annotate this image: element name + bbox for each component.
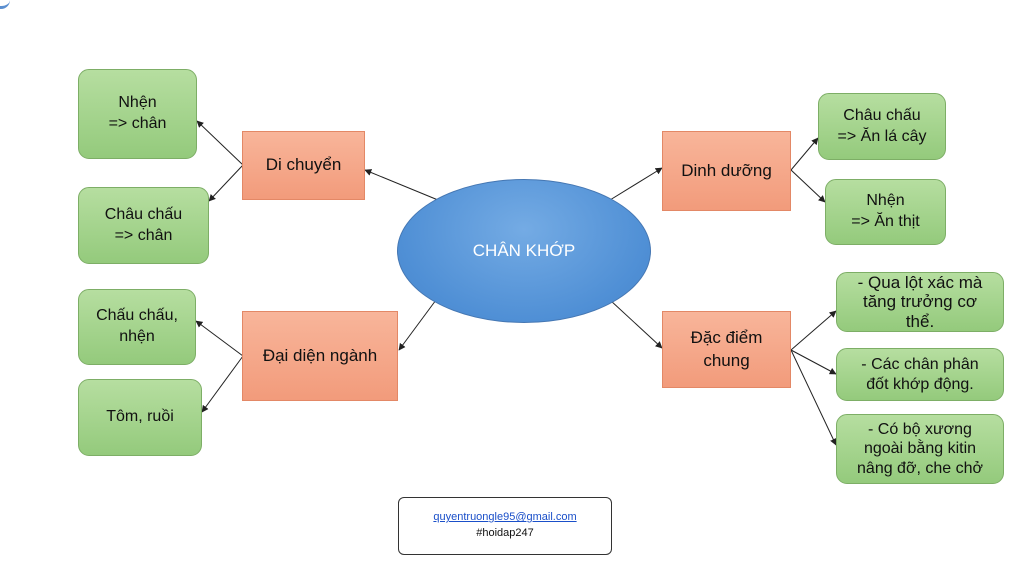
leaf-rep-shrimp-fly: Tôm, ruồi: [78, 379, 202, 456]
connector-nutrition-grasshopper: [790, 137, 819, 171]
center-node: CHÂN KHỚP: [397, 179, 651, 323]
hashtag-label: #hoidap247: [476, 527, 534, 539]
credit-box: quyentruongle95@gmail.com #hoidap247: [398, 497, 612, 555]
leaf-feature-legs: - Các chân phân đốt khớp động.: [836, 348, 1004, 401]
connector-center-features: [609, 299, 663, 349]
branch-nutrition-label: Dinh dưỡng: [681, 160, 772, 180]
leaf-rep-grasshopper-spider: Chấu chấu, nhện: [78, 289, 196, 365]
leaf-move-spider-label: Nhện => chân: [108, 94, 167, 132]
leaf-move-spider: Nhện => chân: [78, 69, 197, 159]
leaf-rep-grasshopper-spider-label: Chấu chấu, nhện: [96, 307, 178, 345]
leaf-nutrition-spider: Nhện => Ăn thịt: [825, 179, 946, 245]
leaf-feature-skeleton: - Có bộ xương ngoài bằng kitin nâng đỡ, …: [836, 414, 1004, 484]
leaf-nutrition-grasshopper-label: Châu chấu => Ăn lá cây: [837, 106, 927, 145]
leaf-move-grasshopper-label: Châu chấu => chân: [104, 205, 183, 244]
connector-rep-shrimp: [201, 355, 244, 413]
leaf-feature-legs-label: - Các chân phân đốt khớp động.: [861, 355, 979, 393]
leaf-nutrition-grasshopper: Châu chấu => Ăn lá cây: [818, 93, 946, 160]
branch-nutrition: Dinh dưỡng: [662, 131, 791, 211]
leaf-rep-shrimp-fly-label: Tôm, ruồi: [106, 408, 174, 426]
connector-move-grasshopper: [208, 164, 244, 202]
branch-move-label: Di chuyển: [265, 155, 342, 175]
connector-nutrition-spider: [790, 169, 826, 203]
leaf-nutrition-spider-label: Nhện => Ăn thịt: [851, 192, 920, 230]
center-label: CHÂN KHỚP: [472, 241, 576, 260]
leaf-feature-skeleton-label: - Có bộ xương ngoài bằng kitin nâng đỡ, …: [857, 420, 983, 477]
connector-feat-molting: [790, 310, 837, 351]
email-link[interactable]: quyentruongle95@gmail.com: [433, 511, 577, 524]
connector-feat-skeleton: [790, 349, 837, 446]
connector-center-nutrition: [609, 167, 663, 201]
branch-move: Di chuyển: [242, 131, 365, 200]
branch-representatives-label: Đại diện ngành: [262, 345, 378, 365]
leaf-feature-molting: - Qua lột xác mà tăng trưởng cơ thể.: [836, 272, 1004, 332]
connector-center-representatives: [398, 299, 437, 351]
connector-rep-grasshopper: [195, 320, 244, 357]
branch-features: Đặc điểm chung: [662, 311, 791, 388]
leaf-feature-molting-label: - Qua lột xác mà tăng trưởng cơ thể.: [857, 272, 983, 331]
connector-center-move: [364, 169, 439, 201]
branch-representatives: Đại diện ngành: [242, 311, 398, 401]
branch-features-label: Đặc điểm chung: [690, 328, 763, 370]
connector-feat-legs: [790, 349, 837, 375]
connector-move-spider: [196, 120, 244, 166]
leaf-move-grasshopper: Châu chấu => chân: [78, 187, 209, 264]
corner-mark: [0, 0, 10, 9]
